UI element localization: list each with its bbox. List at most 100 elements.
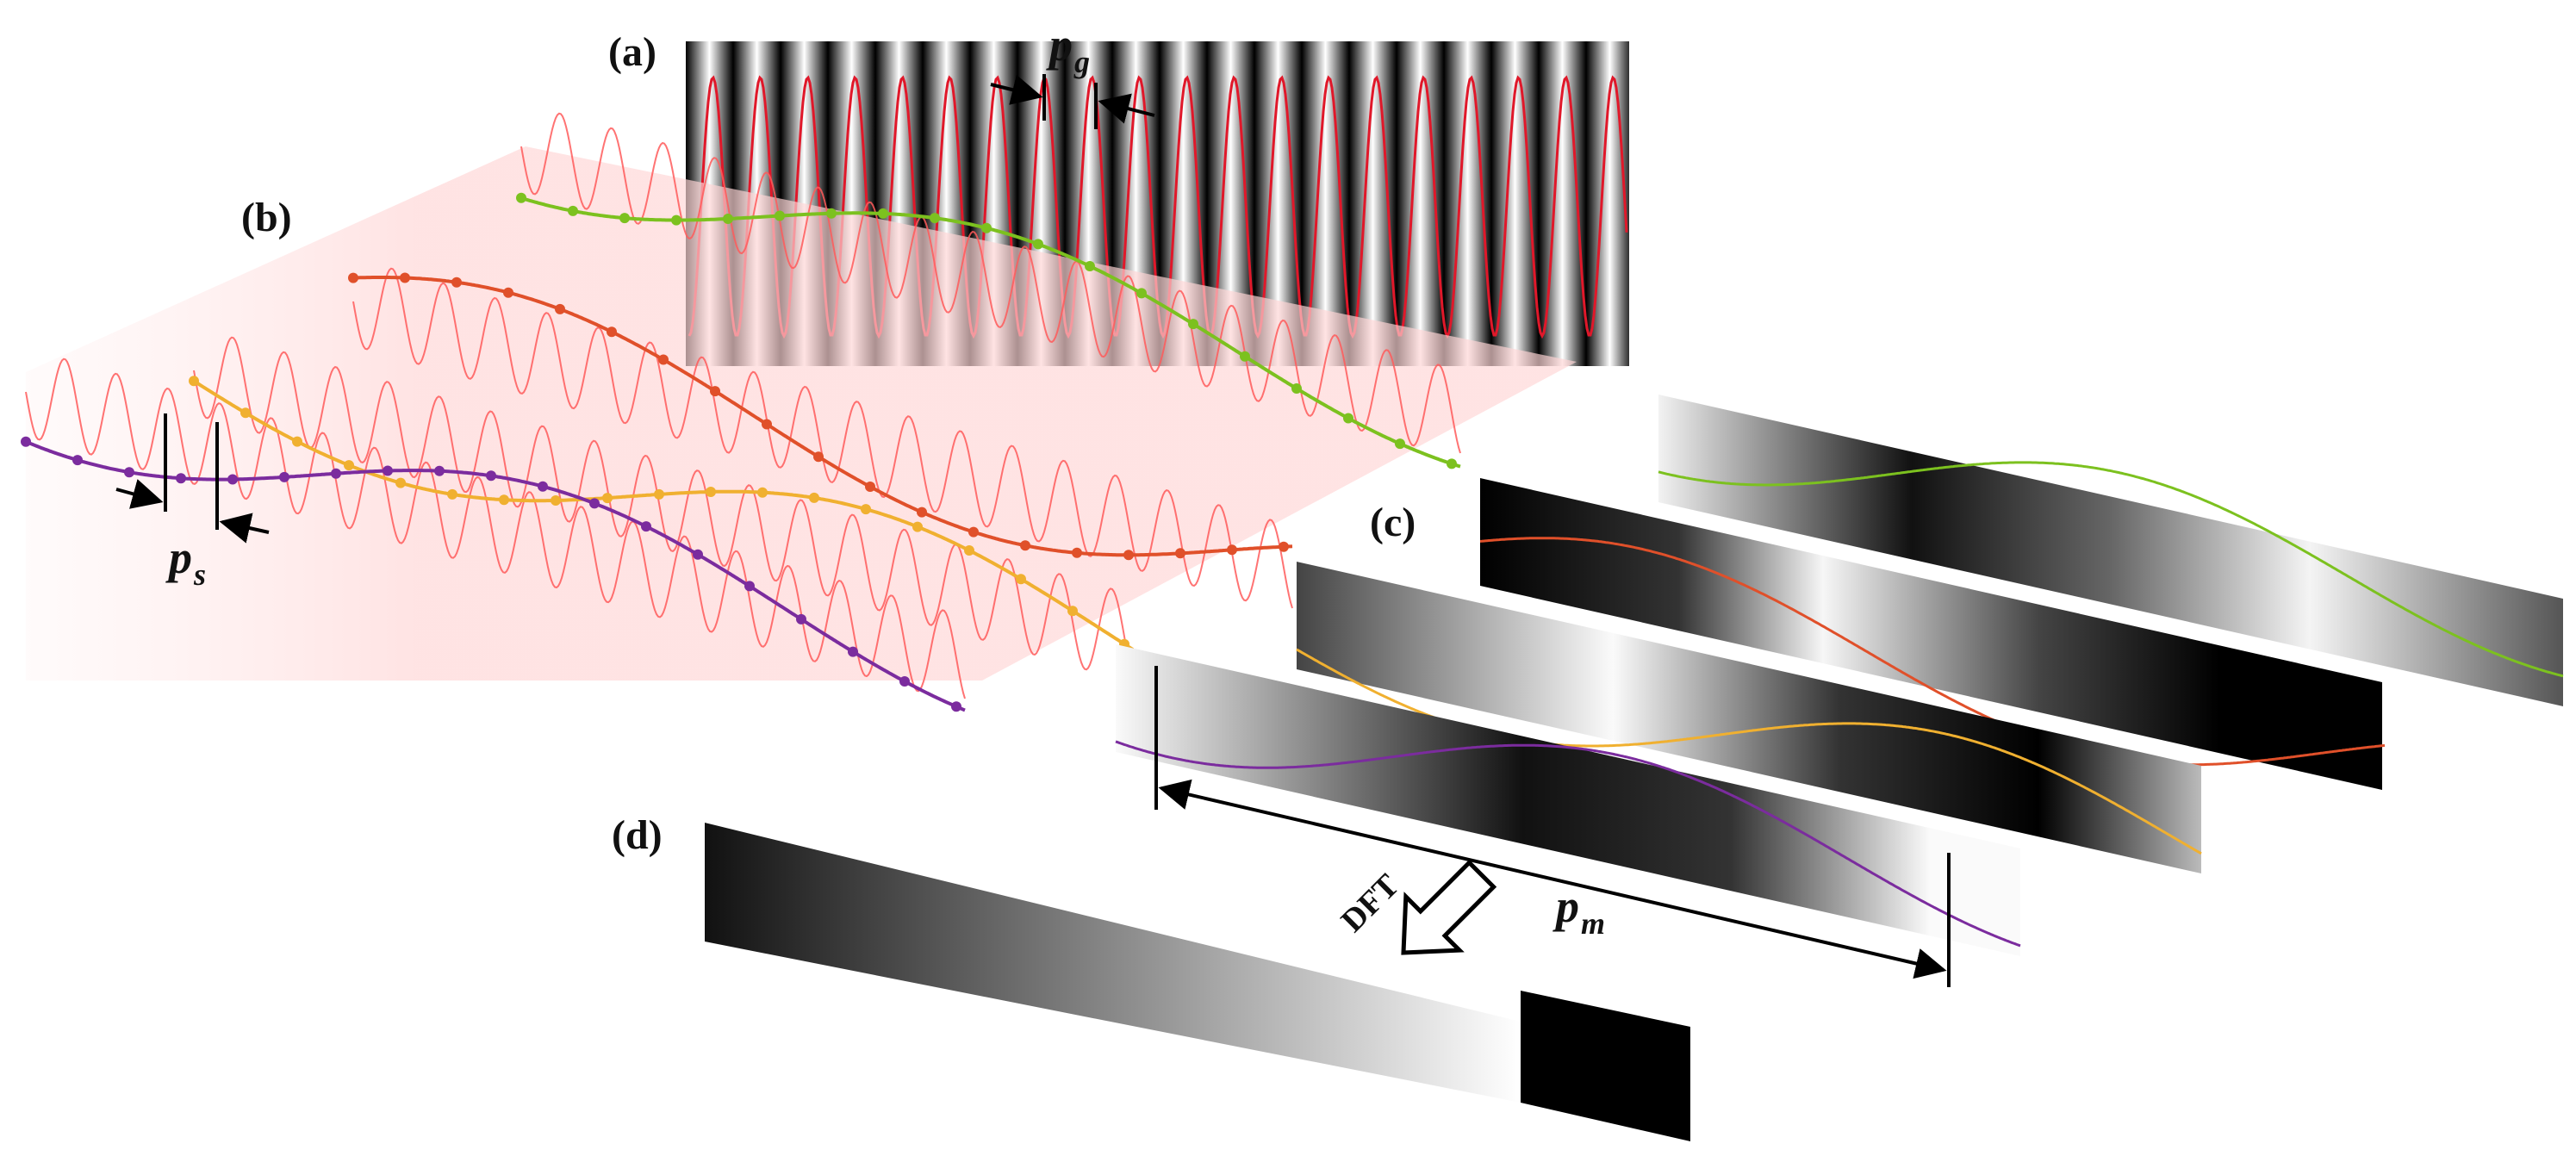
sample-point-purple — [434, 465, 445, 476]
sampled-wave-purple — [25, 357, 966, 699]
sample-point-red_orange — [400, 272, 410, 283]
strip-red — [1480, 478, 2382, 790]
sample-point-green — [1240, 351, 1250, 362]
sample-point-red_orange — [503, 287, 513, 298]
sample-point-green — [1033, 239, 1043, 250]
sample-point-green — [1343, 413, 1353, 424]
moire-curves — [21, 192, 1461, 712]
sample-point-yellow — [964, 545, 974, 556]
sample-point-yellow — [240, 407, 251, 419]
sample-point-green — [1188, 319, 1198, 330]
sample-point-green — [1136, 288, 1147, 299]
sample-point-yellow — [602, 493, 613, 504]
sample-point-yellow — [654, 488, 664, 500]
sample-point-green — [981, 222, 992, 233]
sample-point-yellow — [809, 492, 819, 503]
sample-point-red_orange — [968, 526, 979, 538]
sampled-wave-yellow — [193, 336, 1134, 678]
strip-green — [1658, 395, 2563, 706]
strip-green-curve — [1658, 461, 2564, 678]
sample-point-yellow — [292, 436, 302, 447]
sample-point-yellow — [344, 460, 354, 471]
sample-point-red_orange — [607, 326, 617, 338]
sample-point-purple — [176, 473, 186, 484]
hollow-arrow-icon — [1401, 859, 1497, 955]
strip-yellow — [1297, 562, 2201, 873]
strip-red-curve — [1479, 537, 2386, 767]
sample-point-yellow — [861, 504, 871, 515]
sample-point-red_orange — [451, 277, 462, 288]
sample-point-yellow — [912, 521, 923, 532]
pm-marker: pm — [1154, 666, 1951, 987]
sample-point-green — [671, 214, 681, 226]
label-c: (c) — [1370, 500, 1416, 545]
dft-label: DFT — [1335, 867, 1406, 939]
sample-point-red_orange — [1072, 547, 1082, 558]
spectrum-block — [1521, 991, 1690, 1141]
sample-point-green — [516, 192, 526, 203]
sample-point-red_orange — [1279, 541, 1289, 552]
sample-point-purple — [124, 467, 134, 478]
sample-point-yellow — [706, 487, 716, 497]
sample-point-red_orange — [865, 482, 875, 492]
sample-point-purple — [589, 498, 600, 509]
sample-point-red_orange — [710, 386, 720, 397]
sample-point-green — [1447, 458, 1457, 469]
sample-point-green — [1085, 261, 1095, 271]
sampled-waves — [25, 112, 1461, 699]
sample-point-yellow — [499, 494, 509, 506]
sample-point-red_orange — [917, 507, 927, 518]
label-a: (a) — [608, 29, 656, 75]
pm-symbol: pm — [1552, 880, 1605, 941]
spectrum-strip — [705, 823, 1521, 1103]
sample-point-green — [930, 213, 940, 224]
label-d: (d) — [612, 812, 663, 858]
sample-point-purple — [21, 436, 31, 447]
sample-point-red_orange — [1175, 548, 1185, 559]
sample-point-green — [775, 210, 785, 221]
sample-point-purple — [951, 701, 961, 712]
sample-point-purple — [227, 474, 238, 485]
sample-point-purple — [693, 549, 703, 560]
sample-point-red_orange — [658, 354, 669, 365]
sample-point-purple — [744, 581, 755, 592]
sample-point-red_orange — [1020, 540, 1030, 551]
sample-point-red_orange — [1227, 544, 1237, 556]
ps-marker: ps — [115, 413, 270, 592]
sample-point-yellow — [1067, 606, 1078, 617]
panel-b: (b) ps — [21, 112, 1577, 712]
sample-point-red_orange — [762, 419, 772, 430]
sample-point-yellow — [189, 376, 199, 387]
panel-d: (d) — [612, 812, 1690, 1141]
pg-symbol: pg — [1046, 19, 1090, 79]
sample-point-green — [826, 208, 837, 219]
sample-point-yellow — [551, 495, 561, 506]
sample-point-yellow — [447, 488, 457, 500]
sample-point-green — [723, 214, 733, 224]
sample-point-purple — [848, 646, 858, 657]
sample-point-purple — [796, 613, 806, 625]
sample-point-green — [568, 205, 578, 216]
sample-point-red_orange — [348, 272, 358, 283]
sample-point-red_orange — [1123, 550, 1134, 561]
sample-point-purple — [383, 465, 393, 476]
sample-point-purple — [641, 521, 651, 532]
sample-point-green — [1395, 438, 1405, 450]
sample-point-yellow — [1016, 574, 1026, 585]
label-b: (b) — [241, 195, 292, 240]
sample-point-yellow — [395, 477, 406, 488]
sample-point-purple — [899, 676, 910, 687]
sampled-wave-green — [520, 112, 1461, 454]
sample-point-purple — [538, 481, 548, 492]
sample-point-purple — [486, 470, 496, 482]
ps-symbol: ps — [165, 531, 206, 592]
sample-point-purple — [279, 471, 289, 482]
sample-point-red_orange — [813, 451, 824, 463]
sample-point-green — [1291, 383, 1302, 394]
sample-point-purple — [331, 468, 341, 479]
sample-point-green — [878, 208, 888, 219]
panel-c: (c) pm — [1115, 395, 2564, 987]
sample-point-purple — [72, 455, 83, 466]
sample-point-green — [619, 213, 630, 224]
